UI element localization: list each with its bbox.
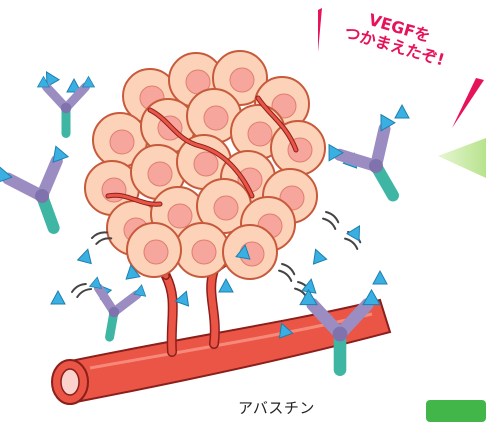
vegf-triangle xyxy=(83,77,95,88)
antibody xyxy=(38,77,95,134)
tumor-cell xyxy=(175,223,229,277)
tumor-cell xyxy=(223,225,277,279)
tumor-cell-cluster xyxy=(85,51,325,279)
tumor-cell xyxy=(271,121,325,175)
vegf-triangle xyxy=(374,111,395,131)
antibody xyxy=(82,276,148,342)
antibody xyxy=(322,111,426,215)
speech-accent-right xyxy=(452,78,484,128)
green-banner xyxy=(426,400,486,422)
vegf-triangle xyxy=(219,279,233,292)
antibody xyxy=(0,144,89,241)
vegf-triangle xyxy=(51,291,65,304)
vegf-triangle xyxy=(309,247,327,264)
vegf-triangle xyxy=(347,222,366,240)
drug-label: アバスチン xyxy=(238,397,315,418)
motion-line xyxy=(322,210,342,228)
vegf-triangle xyxy=(363,290,380,305)
green-pointer-arrow xyxy=(438,138,486,178)
vegf-triangle xyxy=(175,289,193,306)
motion-line xyxy=(71,281,91,298)
vegf-triangle xyxy=(78,247,95,263)
motion-line xyxy=(278,262,298,280)
vegf-triangle xyxy=(373,271,387,284)
tumor-cell xyxy=(127,223,181,277)
vegf-triangle xyxy=(395,105,409,118)
vegf-triangle xyxy=(134,284,148,296)
